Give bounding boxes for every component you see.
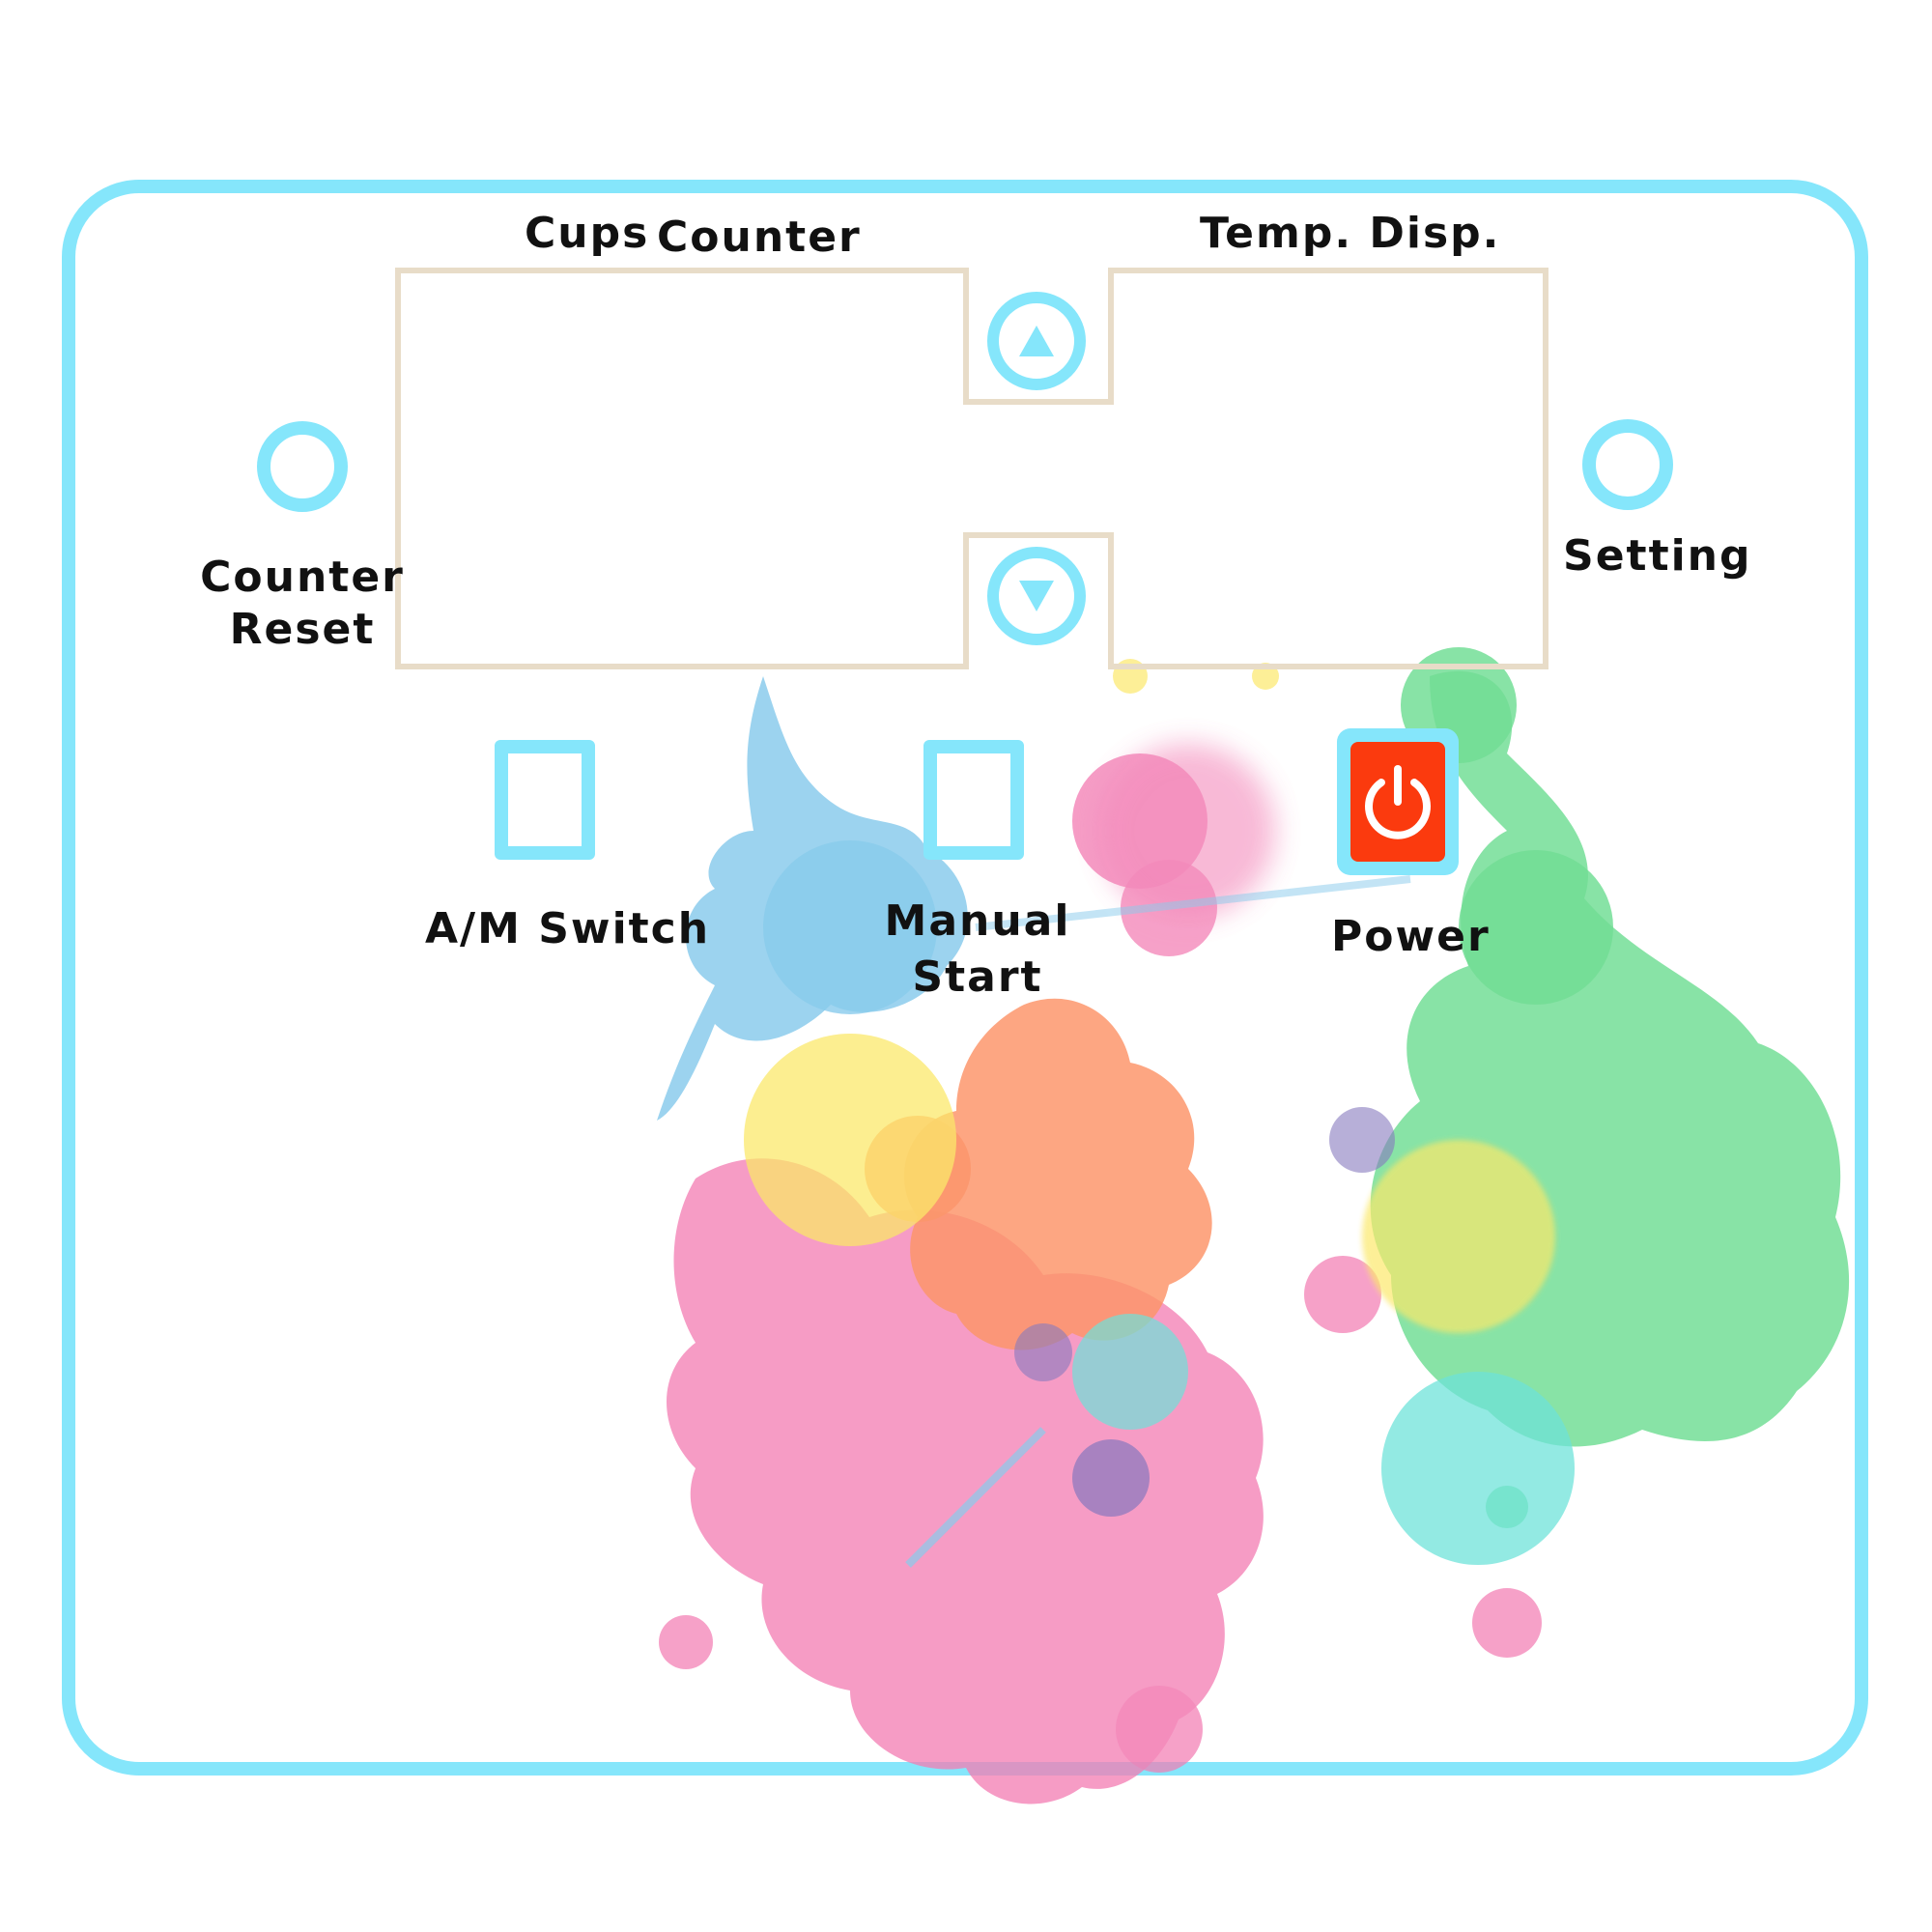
am-switch-label: A/M Switch bbox=[425, 904, 711, 953]
cups-label: Cups bbox=[525, 209, 650, 258]
power-icon bbox=[1365, 765, 1431, 839]
temp-disp-label: Temp. Disp. bbox=[1200, 209, 1501, 258]
manual-start-button[interactable] bbox=[923, 740, 1024, 860]
power-button[interactable] bbox=[1337, 728, 1459, 875]
up-button[interactable] bbox=[987, 292, 1086, 390]
power-button-face bbox=[1350, 742, 1445, 862]
power-label: Power bbox=[1331, 912, 1491, 961]
manual-start-label-line1: Manual bbox=[884, 896, 1071, 946]
triangle-up-icon bbox=[1019, 326, 1054, 356]
triangle-down-icon bbox=[1019, 581, 1054, 611]
counter-reset-button[interactable] bbox=[257, 421, 348, 512]
counter-label: Counter bbox=[657, 213, 862, 262]
counter-reset-label-line2: Reset bbox=[229, 605, 376, 654]
down-button[interactable] bbox=[987, 547, 1086, 645]
setting-label: Setting bbox=[1563, 531, 1752, 581]
setting-button[interactable] bbox=[1582, 419, 1673, 510]
counter-reset-label-line1: Counter bbox=[200, 553, 405, 602]
manual-start-label-line2: Start bbox=[912, 952, 1043, 1002]
am-switch-button[interactable] bbox=[495, 740, 595, 860]
